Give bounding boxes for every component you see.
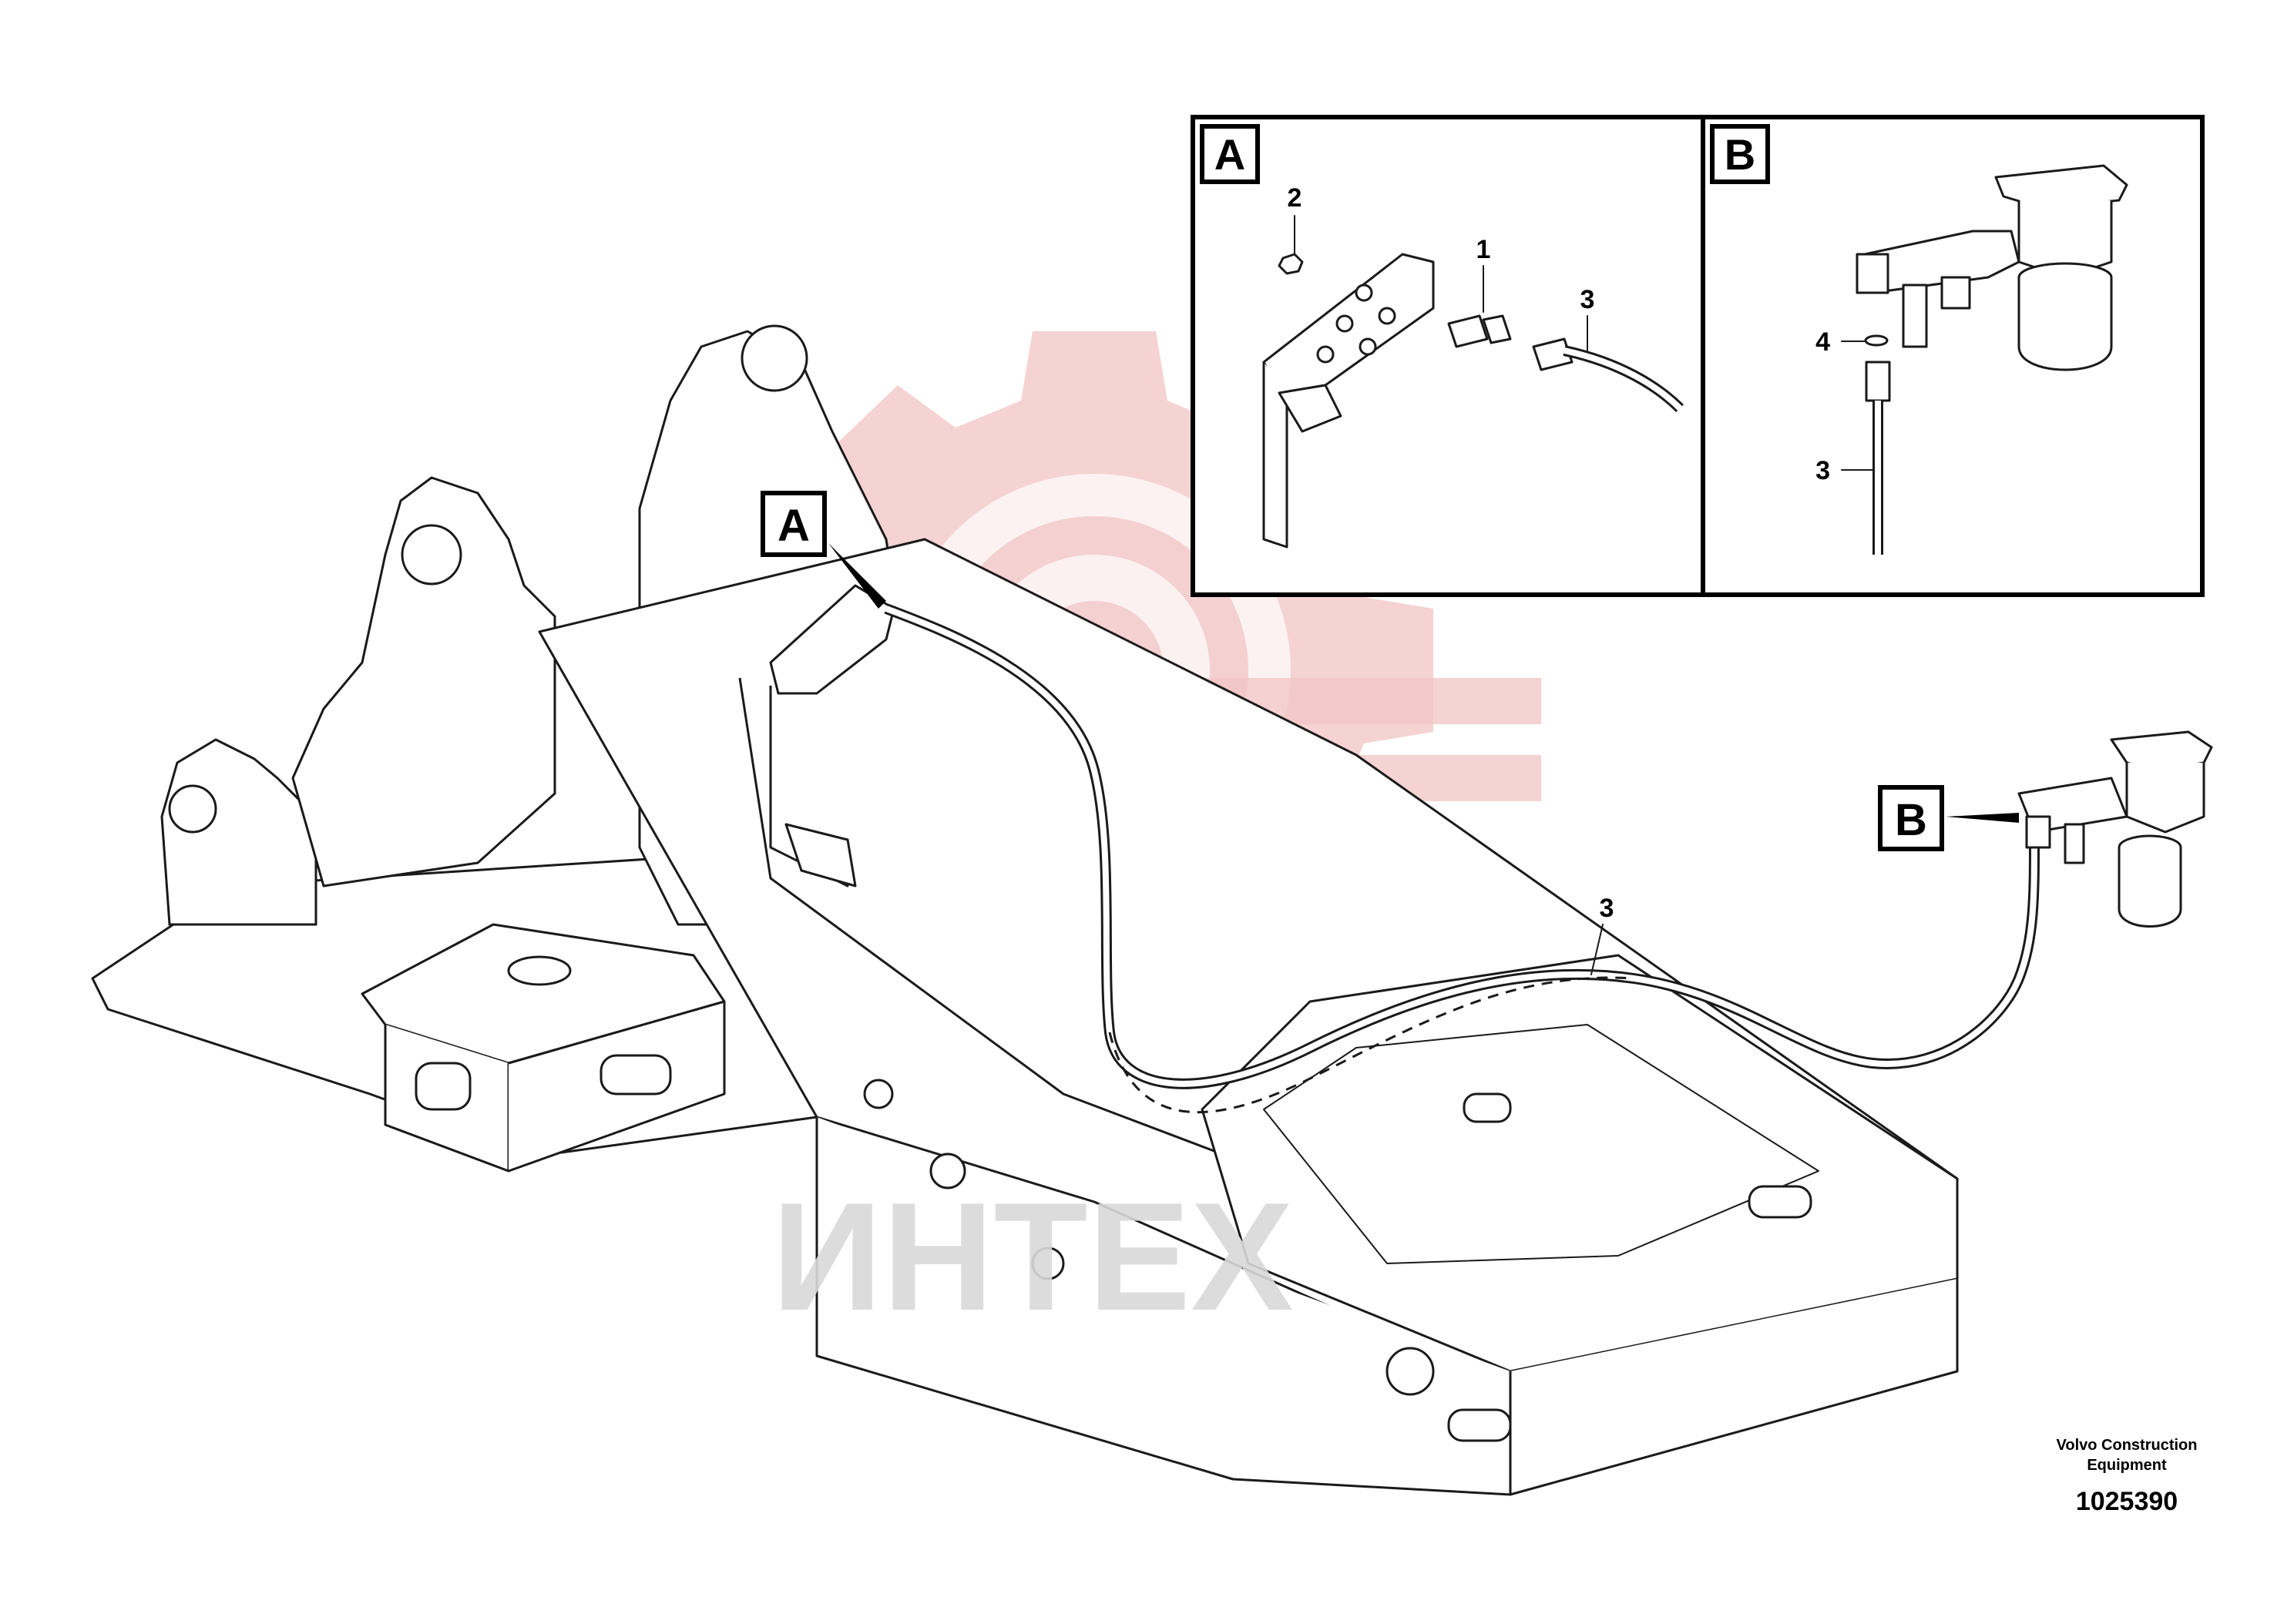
callout-4-ring: 4 <box>1815 327 1830 357</box>
filter-assembly-main <box>2017 730 2213 928</box>
main-marker-a-label: A <box>778 501 810 551</box>
detail-a-label: A <box>1214 130 1245 179</box>
callout-1-fitting: 1 <box>1476 235 1491 264</box>
detail-b-label-box: B <box>1710 124 1770 184</box>
detail-a-label-box: A <box>1200 124 1260 184</box>
watermark-text: ИНТЕХ <box>771 1171 1293 1343</box>
leader-lines <box>828 215 2019 975</box>
chassis-frame <box>91 324 1959 1496</box>
publisher-line-1: Volvo Construction <box>2057 1437 2198 1454</box>
callout-2-nut: 2 <box>1288 183 1302 213</box>
drawing-number: 1025390 <box>2076 1487 2178 1516</box>
main-marker-b-label: B <box>1895 795 1927 845</box>
detail-b-label: B <box>1725 130 1755 179</box>
hose-3-main <box>884 603 2040 1114</box>
callout-3-hose-main: 3 <box>1600 894 1614 923</box>
main-marker-a: A <box>761 491 827 557</box>
publisher-line-2: Equipment <box>2087 1457 2167 1474</box>
detail-b-drawing <box>1856 164 2128 555</box>
detail-a-drawing <box>1262 253 1684 549</box>
callout-3-hose-b: 3 <box>1815 456 1830 485</box>
main-marker-b: B <box>1878 785 1944 851</box>
callout-3-hose-a: 3 <box>1580 285 1595 314</box>
